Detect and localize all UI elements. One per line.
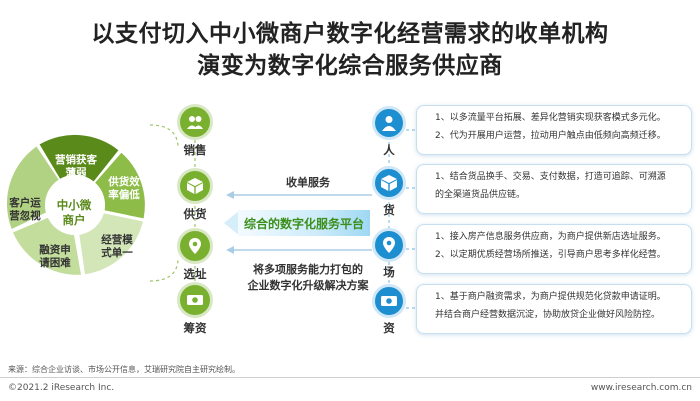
arrow-platform [224, 210, 240, 236]
node-label-site: 选址 [183, 267, 207, 281]
solution-label: 将多项服务能力打包的 企业数字化升级解决方案 [247, 263, 369, 292]
page-title-line1: 以支付切入中小微商户数字化经营需求的收单机构 [91, 21, 609, 47]
people-icon [177, 104, 213, 140]
digital-platform-label: 综合的数字化服务平台 [243, 217, 364, 231]
people-detail-box: 1、以多流量平台拓展、差异化营销实现获客模式多元化。 2、代为开展用户运营，拉动… [416, 105, 692, 155]
ring-center-label: 中小微 商户 [56, 198, 92, 227]
segment-label-supply: 供货效 率偏低 [108, 176, 140, 201]
digital-platform-banner: 综合的数字化服务平台 [238, 210, 370, 236]
ring-segment-marketing [39, 134, 119, 182]
capital-detail-line2: 并结合商户经营数据沉淀，协助放贷企业做好风险防控。 [435, 310, 661, 320]
segment-label-customer-ops: 客户运 营忽视 [9, 197, 41, 222]
acquiring-service-label: 收单服务 [286, 176, 330, 189]
ring-segment-customer-ops [6, 146, 59, 229]
website-link[interactable]: www.iresearch.com.cn [590, 383, 692, 393]
segment-label-financing: 融资申 请困难 [39, 244, 71, 269]
node-label-venue: 场 [383, 265, 395, 279]
people-detail-line2: 2、代为开展用户运营，拉动用户触点由低频向高频迁移。 [435, 131, 666, 141]
person-icon [372, 106, 406, 140]
ring-graphic [6, 134, 145, 275]
arrow-top [226, 191, 372, 199]
page-title-line2: 演变为数字化综合服务供应商 [197, 53, 503, 79]
location-icon [372, 228, 406, 262]
node-label-goods: 货 [383, 203, 395, 217]
box-icon [372, 166, 406, 200]
ring-segment-financing [13, 217, 81, 275]
box-icon [177, 168, 213, 204]
copyright: ©2021.2 iResearch Inc. [8, 383, 115, 393]
node-label-funding: 筹资 [183, 321, 207, 335]
footer-divider [0, 377, 700, 378]
segment-label-business-model: 经营模 式单一 [101, 234, 133, 259]
ring-segment-business-model [79, 213, 143, 275]
money-icon [177, 282, 213, 318]
people-detail-line1: 1、以多流量平台拓展、差异化营销实现获客模式多元化。 [435, 113, 666, 123]
venue-detail-line2: 2、以定期优质经营场所推送，引导商户思考多样化经营。 [435, 250, 666, 260]
ring-segment-supply [95, 152, 145, 219]
venue-detail-line1: 1、接入房产信息服务供应商，为商户提供新店选址服务。 [435, 232, 666, 242]
goods-detail-box: 1、结合货品换手、交易、支付数据，打造可追踪、可溯源 的全渠道货品供应链。 [416, 164, 692, 214]
capital-detail-box: 1、基于商户融资需求，为商户提供规范化贷款申请证明。 并结合商户经营数据沉淀，协… [416, 284, 692, 334]
node-label-sales: 销售 [183, 143, 207, 157]
source-note: 来源：综合企业访谈、市场公开信息，艾瑞研究院自主研究绘制。 [8, 365, 240, 374]
segment-label-marketing: 营销获客 薄弱 [55, 154, 97, 179]
goods-detail-line1: 1、结合货品换手、交易、支付数据，打造可追踪、可溯源 [435, 172, 666, 182]
capital-detail-line1: 1、基于商户融资需求，为商户提供规范化贷款申请证明。 [435, 292, 666, 302]
merchant-pain-points-ring: 营销获客 薄弱 供货效 率偏低 经营模 式单一 融资申 请困难 客户运 营忽视 … [0, 104, 170, 294]
node-label-capital: 资 [383, 321, 395, 335]
arrow-bottom [226, 246, 372, 254]
money-icon [372, 284, 406, 318]
venue-detail-box: 1、接入房产信息服务供应商，为商户提供新店选址服务。 2、以定期优质经营场所推送… [416, 224, 692, 274]
node-label-people: 人 [383, 143, 395, 157]
node-label-supply: 供货 [183, 207, 207, 221]
goods-detail-line2: 的全渠道货品供应链。 [435, 190, 526, 200]
location-icon [177, 228, 213, 264]
